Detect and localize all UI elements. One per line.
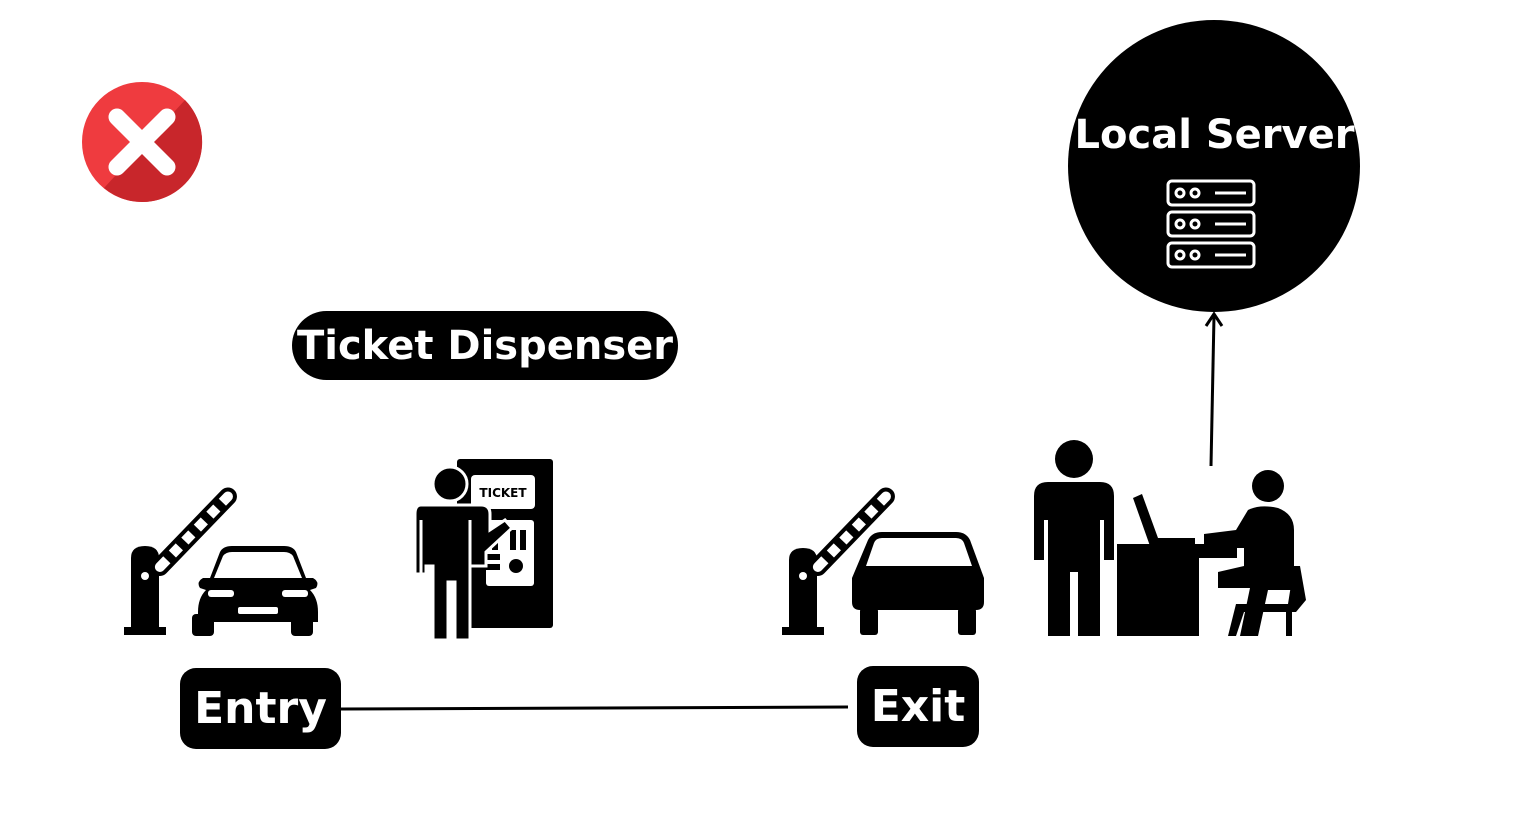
local-server-label: Local Server: [1074, 112, 1355, 158]
ticket-machine-person-icon: [413, 459, 553, 642]
exit-barrier-car-icon: [782, 487, 984, 635]
attendant-desk-icon: [1034, 440, 1306, 636]
ticket-sign-text: TICKET: [479, 486, 527, 500]
desk-to-server-arrow: [1204, 311, 1224, 467]
server-rack-icon: [1166, 179, 1256, 269]
entry-exit-connector: [340, 705, 849, 711]
cross-icon: [82, 82, 203, 203]
ticket-dispenser-label: Ticket Dispenser: [292, 311, 678, 380]
exit-label: Exit: [857, 666, 979, 747]
entry-label: Entry: [180, 668, 341, 749]
local-server-circle: [1068, 20, 1360, 312]
entry-barrier-car-icon: [124, 487, 318, 636]
